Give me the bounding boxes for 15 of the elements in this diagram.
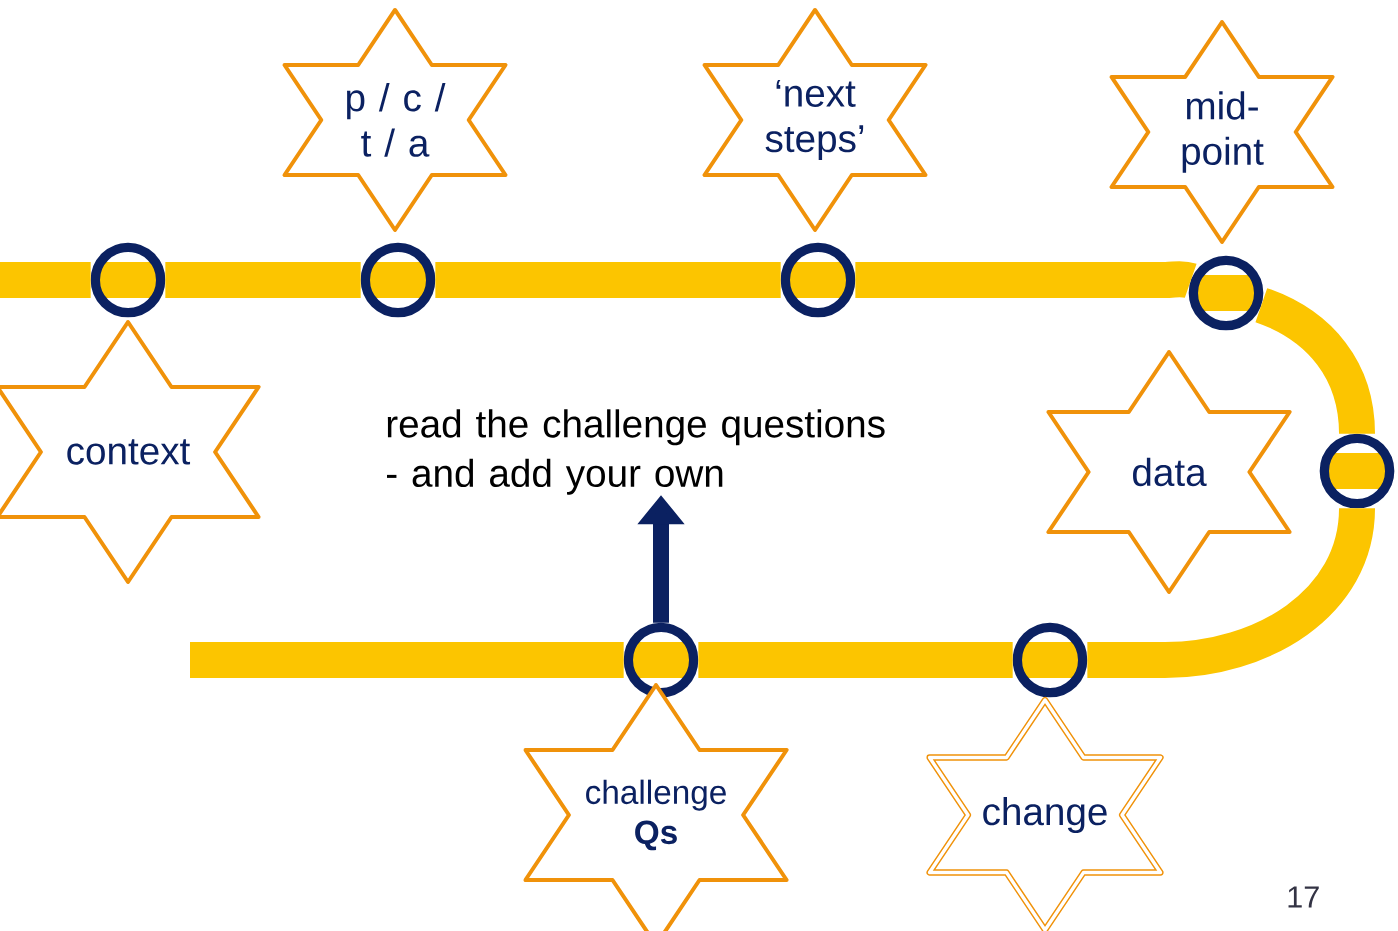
station-ring [1319, 433, 1395, 509]
node-label: challenge Qs [586, 779, 726, 851]
page-number: 17 [1288, 886, 1319, 908]
station-ring [360, 242, 436, 318]
station-ring [623, 622, 699, 698]
instruction-text: read the challenge questions - and add your own [387, 409, 885, 495]
station-ring [780, 242, 856, 318]
station-ring [1188, 255, 1264, 331]
station-ring [1012, 622, 1088, 698]
station-ring [90, 242, 166, 318]
track-line [435, 262, 781, 298]
track-line [190, 642, 624, 678]
track-line [698, 642, 1013, 678]
track-line [0, 262, 91, 298]
track-line [165, 262, 361, 298]
